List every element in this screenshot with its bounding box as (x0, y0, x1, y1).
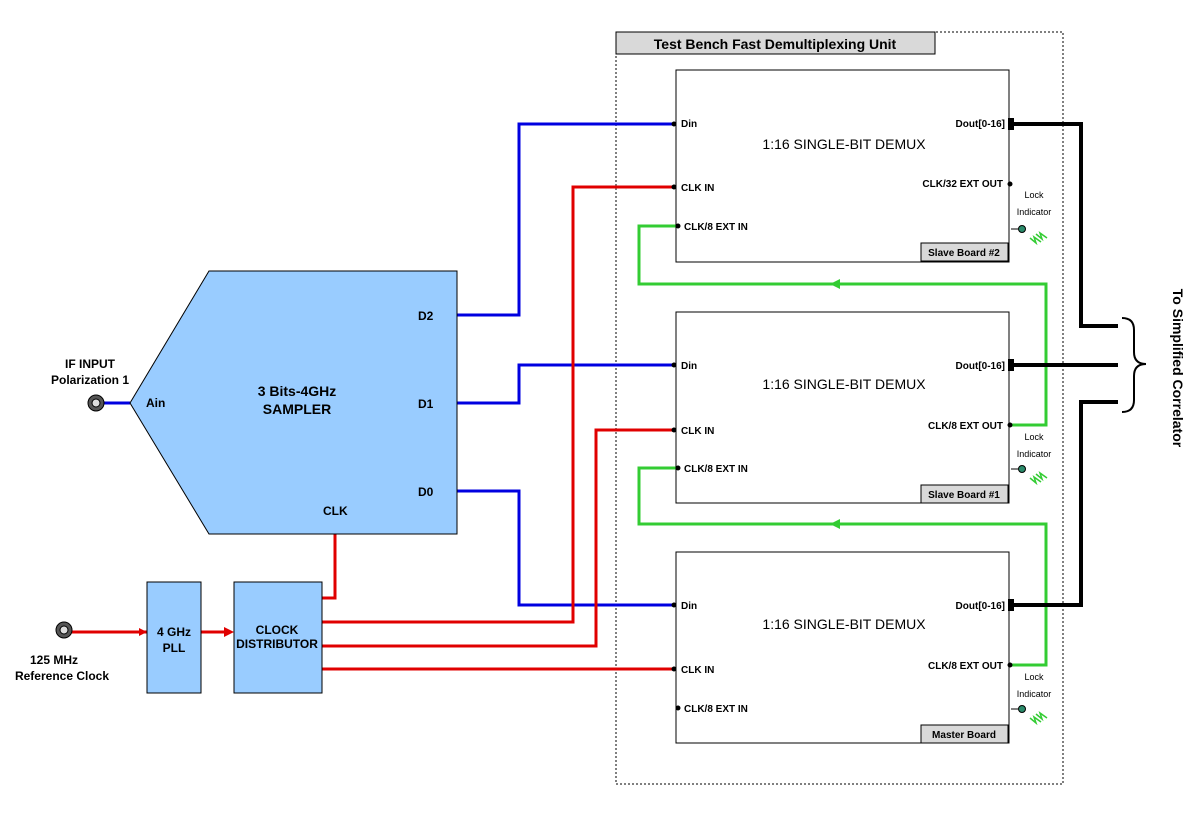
clock-distributor-label-line1: CLOCK (256, 623, 299, 637)
port-clk8-in-dot (675, 705, 681, 711)
board-tag-box (920, 724, 1009, 744)
lock-label-line1: Lock (1024, 432, 1044, 442)
ref-clock-connector (55, 621, 73, 639)
pll-block (146, 581, 202, 694)
sampler-port-ain: Ain (146, 396, 165, 410)
board-frame (675, 69, 1010, 263)
port-clk8-in: CLK/8 EXT IN (684, 222, 748, 233)
wire-dist-to-sampler-clk (322, 534, 337, 600)
board-title: 1:16 SINGLE-BIT DEMUX (762, 616, 926, 632)
lock-label-line2: Indicator (1017, 689, 1052, 699)
sampler-port-d2: D2 (418, 309, 434, 323)
wire-master-dout (1010, 400, 1118, 607)
sampler-title-line2: SAMPLER (263, 401, 331, 417)
port-clk-in: CLK IN (681, 183, 714, 194)
port-clk-out: CLK/8 EXT OUT (928, 661, 1003, 672)
arrow-pll-to-dist (224, 627, 234, 637)
sampler-port-d1: D1 (418, 397, 434, 411)
port-clk-in: CLK IN (681, 426, 714, 437)
sampler-block (129, 270, 458, 535)
if-input-connector (87, 394, 105, 412)
port-din: Din (681, 119, 697, 130)
lock-label-line2: Indicator (1017, 207, 1052, 217)
output-brace (1121, 317, 1147, 413)
demux-unit-boundary (615, 31, 1064, 785)
clock-lines (72, 185, 676, 671)
if-input-label-line1: IF INPUT (65, 357, 116, 371)
port-clk8-in-dot (675, 223, 681, 229)
board-frame (675, 551, 1010, 744)
board-tag-box (920, 484, 1009, 504)
arrow-ref-to-pll (139, 628, 147, 636)
lock-label-line2: Indicator (1017, 449, 1052, 459)
output-label: To Simplified Correlator (1170, 289, 1186, 448)
port-din: Din (681, 601, 697, 612)
port-dout: Dout[0-16] (956, 119, 1005, 130)
board-tag: Master Board (932, 730, 996, 741)
port-clk-in: CLK IN (681, 665, 714, 676)
port-clk-out-dot (1007, 662, 1013, 668)
port-dout-connector (1008, 599, 1014, 611)
wire-board2-dout (1010, 122, 1118, 328)
ref-clock-label-line2: Reference Clock (15, 669, 109, 683)
wire-master-out-to-board1-in (637, 466, 1048, 667)
board-tag: Slave Board #1 (928, 490, 1000, 501)
lock-indicator-led-icon (1011, 465, 1048, 486)
port-clk-out: CLK/32 EXT OUT (922, 179, 1003, 190)
board-frame (675, 311, 1010, 504)
demux-board-slave-1: 1:16 SINGLE-BIT DEMUX Din CLK IN CLK/8 E… (671, 311, 1052, 504)
sync-lines (637, 224, 1048, 667)
lock-label-line1: Lock (1024, 672, 1044, 682)
wire-dist-to-board2-clk (322, 185, 676, 624)
port-clk-out-dot (1007, 422, 1013, 428)
port-clk-out-dot (1007, 181, 1013, 187)
clock-distributor-label-line2: DISTRIBUTOR (236, 637, 318, 651)
demux-board-slave-2: 1:16 SINGLE-BIT DEMUX Din CLK IN CLK/8 E… (671, 69, 1052, 263)
board-tag-box (920, 242, 1009, 262)
port-clk8-in: CLK/8 EXT IN (684, 704, 748, 715)
pll-label-line2: PLL (163, 641, 186, 655)
sampler-port-clk: CLK (323, 504, 348, 518)
demux-board-master: 1:16 SINGLE-BIT DEMUX Din CLK IN CLK/8 E… (671, 551, 1052, 744)
wire-dist-to-board1-clk (322, 428, 676, 648)
wire-d0-to-master (457, 489, 676, 607)
port-clk8-in: CLK/8 EXT IN (684, 464, 748, 475)
ref-clock-label-line1: 125 MHz (30, 653, 78, 667)
lock-indicator-led-icon (1011, 705, 1048, 726)
lock-indicator-led-icon (1011, 225, 1048, 246)
port-dout: Dout[0-16] (956, 361, 1005, 372)
clock-distributor-block (233, 581, 323, 694)
port-clk-out: CLK/8 EXT OUT (928, 421, 1003, 432)
arrow-sync-board1 (830, 519, 840, 529)
output-lines (1010, 122, 1118, 607)
wire-board1-out-to-board2-in (637, 224, 1048, 427)
board-title: 1:16 SINGLE-BIT DEMUX (762, 136, 926, 152)
port-din: Din (681, 361, 697, 372)
port-dout-connector (1008, 118, 1014, 130)
port-clk8-in-dot (675, 465, 681, 471)
board-tag: Slave Board #2 (928, 248, 1000, 259)
sampler-title-line1: 3 Bits-4GHz (258, 383, 337, 399)
unit-title-box (615, 31, 936, 55)
port-dout-connector (1008, 359, 1014, 371)
port-clk-in-dot (671, 427, 677, 433)
pll-label-line1: 4 GHz (157, 625, 191, 639)
port-clk-in-dot (671, 666, 677, 672)
lock-label-line1: Lock (1024, 190, 1044, 200)
wire-d1-to-board1 (457, 363, 676, 405)
port-clk-in-dot (671, 184, 677, 190)
if-input-label-line2: Polarization 1 (51, 373, 129, 387)
unit-title: Test Bench Fast Demultiplexing Unit (654, 36, 897, 52)
port-din-dot (671, 121, 677, 127)
sampler-port-d0: D0 (418, 485, 434, 499)
board-title: 1:16 SINGLE-BIT DEMUX (762, 376, 926, 392)
arrow-sync-board2 (830, 279, 840, 289)
port-dout: Dout[0-16] (956, 601, 1005, 612)
wire-d2-to-board2 (457, 122, 676, 317)
port-din-dot (671, 362, 677, 368)
port-din-dot (671, 602, 677, 608)
